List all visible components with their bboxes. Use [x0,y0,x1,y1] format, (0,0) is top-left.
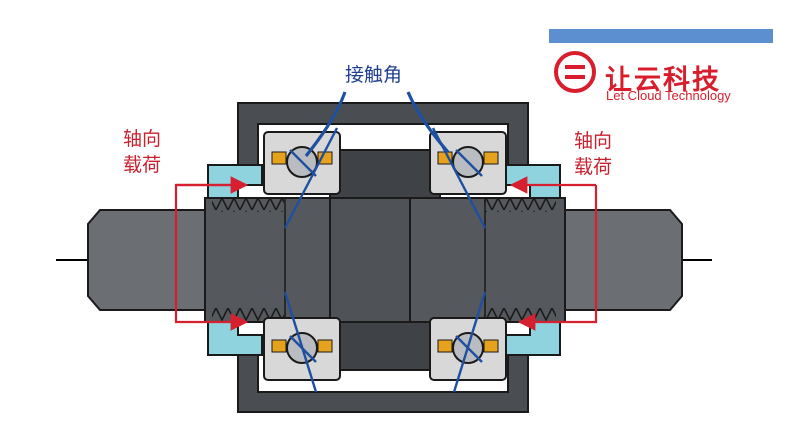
axial-load-right-line2: 载荷 [574,156,613,178]
contact-angle-label: 接触角 [345,64,403,86]
axial-load-left-line1: 轴向 [123,128,162,150]
brand-subtitle: Let Cloud Technology [606,88,731,103]
brand-name: 让云科技 [605,65,721,96]
housing [237,102,529,413]
contact-angle-pointers [304,91,450,158]
brand-bar [549,29,773,43]
shaft [87,197,683,323]
axial-load-arrows [174,176,598,331]
brand-logo-icon [554,51,596,93]
axial-load-left-line2: 载荷 [123,154,162,176]
axial-load-right-line1: 轴向 [574,130,613,152]
